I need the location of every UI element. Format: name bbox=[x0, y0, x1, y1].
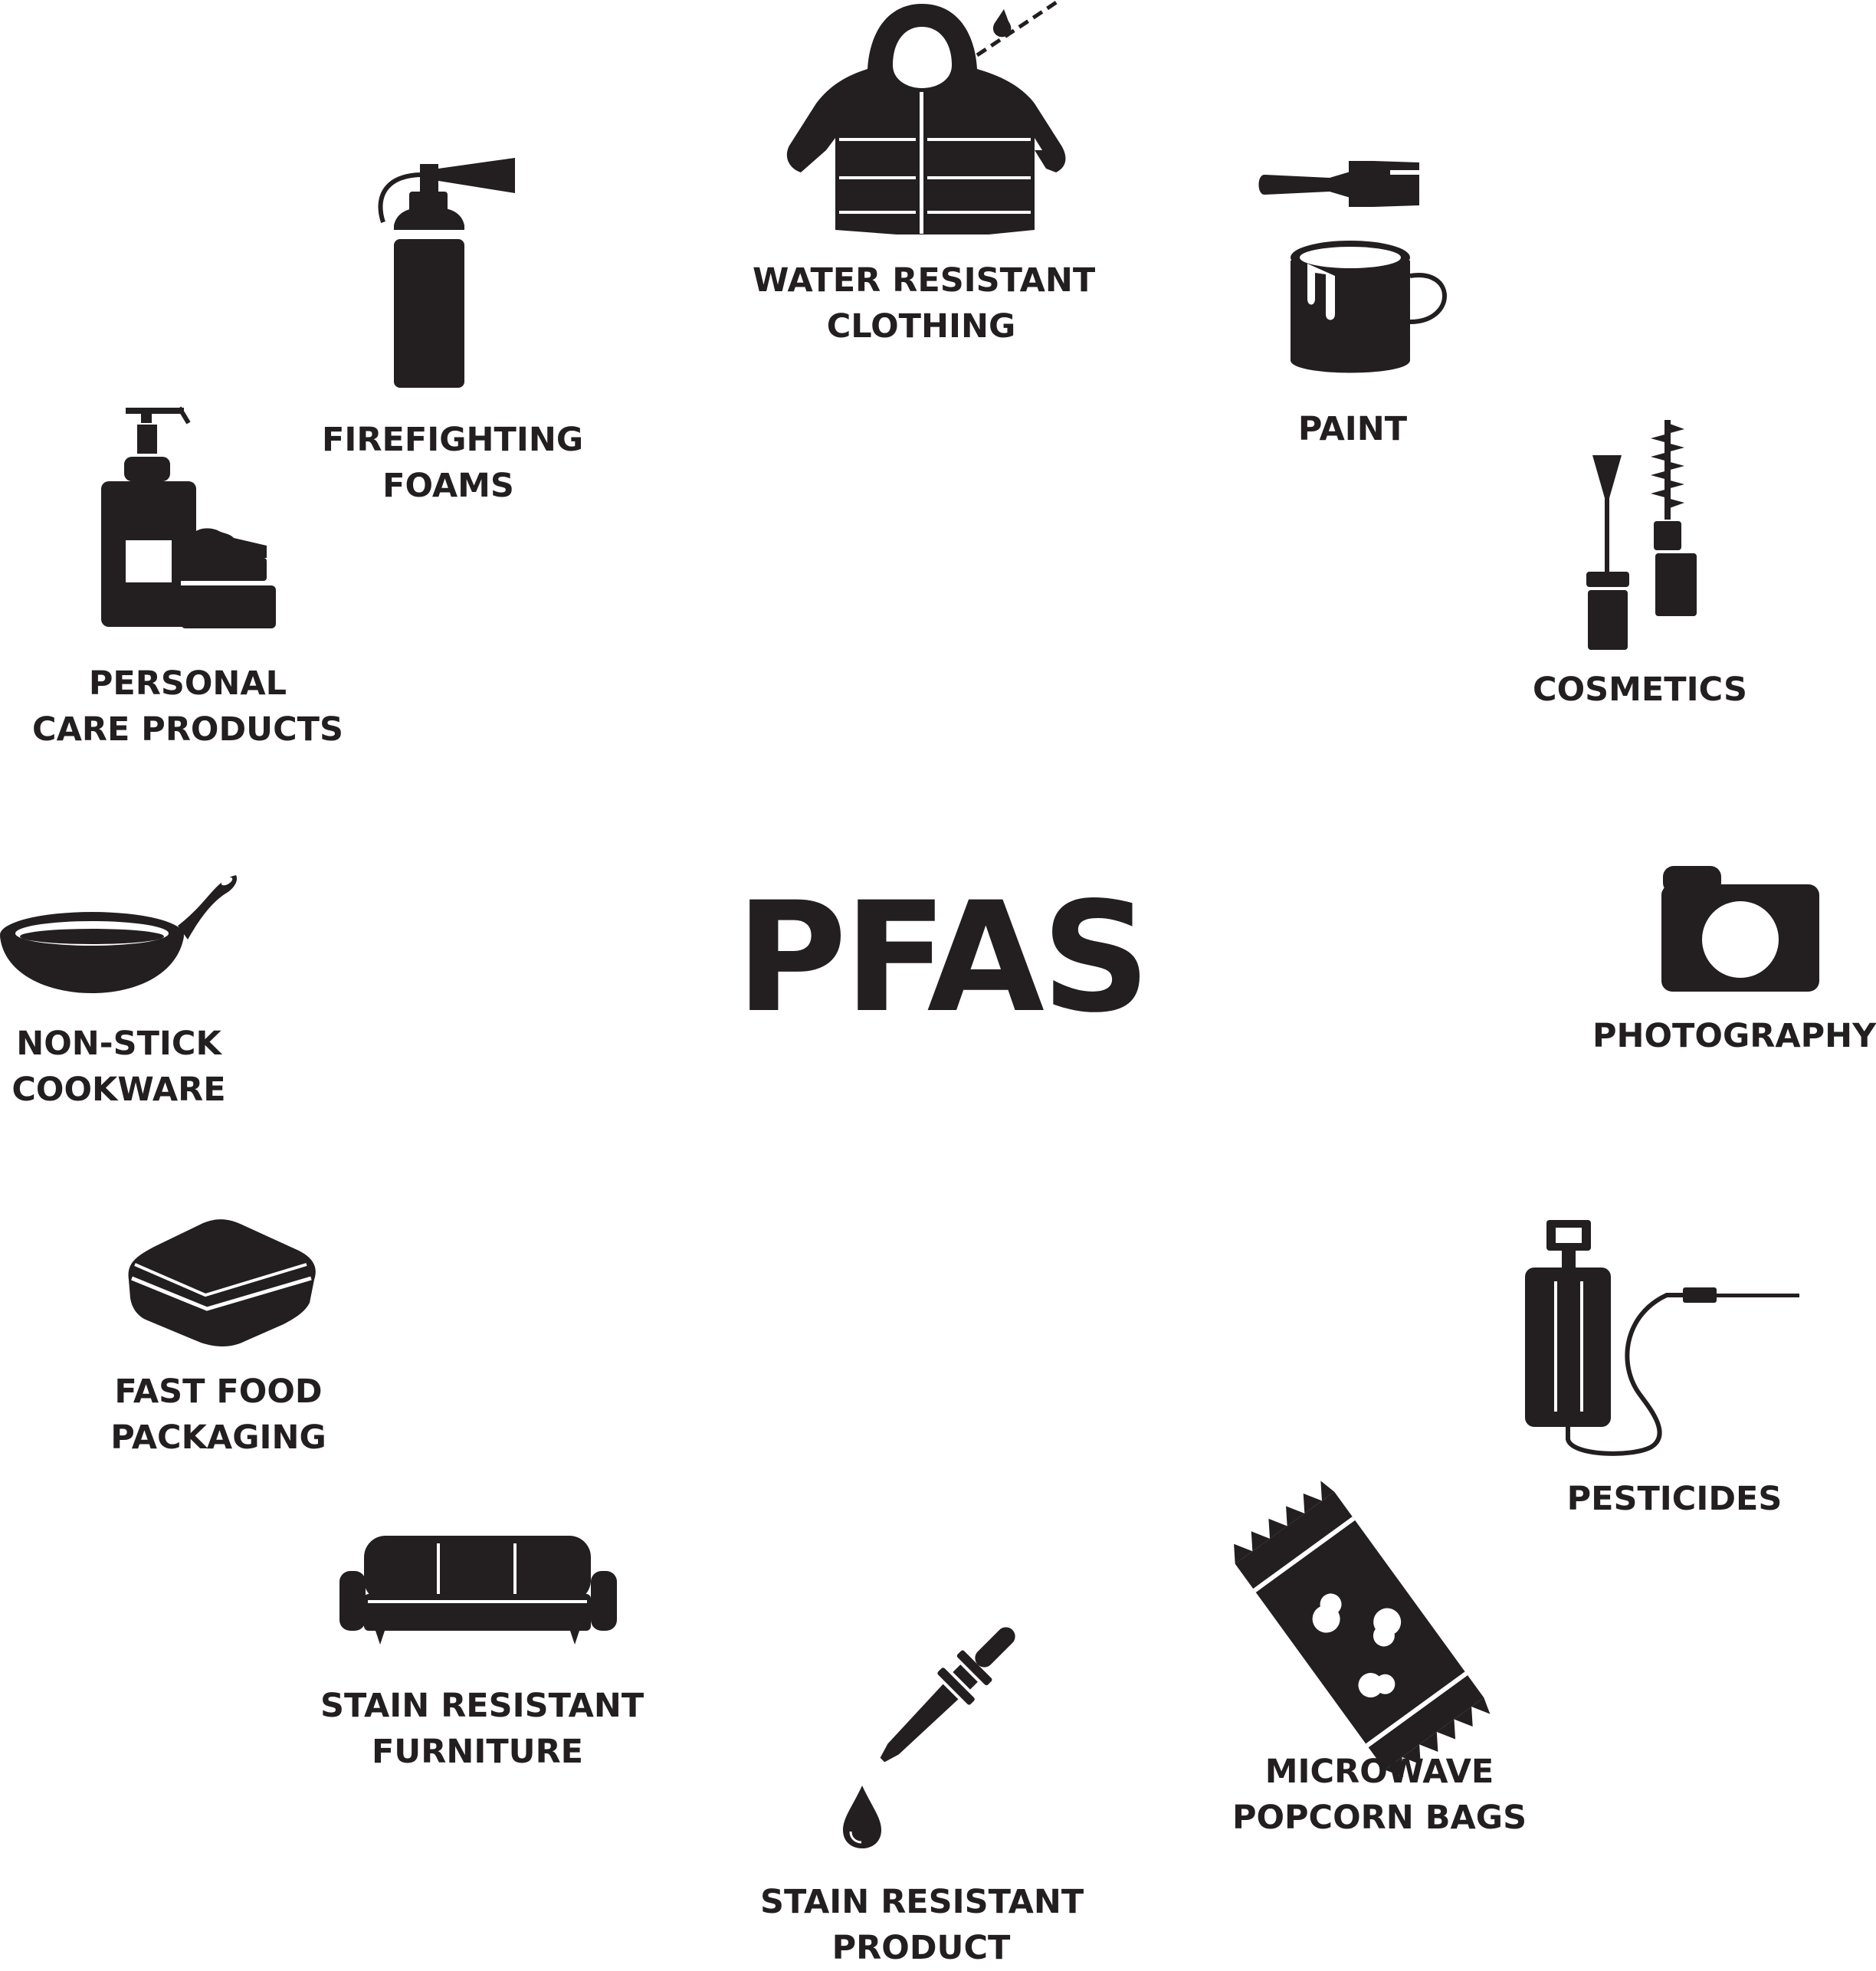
label-microwave-popcorn-bags: MICROWAVE POPCORN BAGS bbox=[1211, 1749, 1548, 1841]
label-firefighting-foams: FIREFIGHTING FOAMS bbox=[322, 417, 584, 509]
label-line: COSMETICS bbox=[1533, 671, 1747, 709]
camera-icon bbox=[1661, 866, 1819, 992]
label-line: NON-STICK bbox=[16, 1025, 221, 1063]
mascara-icon bbox=[1586, 420, 1697, 650]
label-stain-resistant-product: STAIN RESISTANT PRODUCT bbox=[760, 1879, 1084, 1971]
label-line: PRODUCT bbox=[831, 1929, 1011, 1967]
label-line: STAIN RESISTANT bbox=[760, 1883, 1084, 1921]
jacket-icon bbox=[786, 0, 1066, 234]
label-line: STAIN RESISTANT bbox=[320, 1687, 644, 1725]
label-line: CARE PRODUCTS bbox=[32, 710, 343, 749]
dropper-icon bbox=[843, 1627, 1015, 1848]
page-title: PFAS bbox=[736, 869, 1151, 1046]
paint-bucket-icon bbox=[1258, 161, 1447, 373]
label-water-resistant-clothing: WATER RESISTANT CLOTHING bbox=[753, 257, 1096, 349]
label-photography: PHOTOGRAPHY bbox=[1592, 1013, 1876, 1059]
fire-extinguisher-icon bbox=[378, 158, 515, 388]
label-line: PERSONAL bbox=[88, 664, 287, 703]
label-line: POPCORN BAGS bbox=[1232, 1799, 1527, 1837]
label-line: FAST FOOD bbox=[114, 1372, 323, 1411]
label-cosmetics: COSMETICS bbox=[1510, 667, 1770, 713]
label-line: PAINT bbox=[1297, 410, 1408, 448]
label-line: MICROWAVE bbox=[1264, 1753, 1494, 1791]
label-line: FIREFIGHTING bbox=[322, 421, 584, 459]
lotion-bottle-icon bbox=[101, 406, 276, 628]
popcorn-bag-icon bbox=[1234, 1481, 1491, 1777]
label-paint: PAINT bbox=[1241, 406, 1464, 452]
label-line: FOAMS bbox=[382, 467, 514, 505]
label-line: FURNITURE bbox=[371, 1733, 584, 1771]
label-line: WATER RESISTANT bbox=[753, 261, 1096, 300]
sofa-icon bbox=[339, 1536, 617, 1645]
label-line: COOKWARE bbox=[11, 1071, 226, 1109]
label-non-stick-cookware: NON-STICK COOKWARE bbox=[8, 1021, 230, 1113]
sprayer-icon bbox=[1525, 1220, 1799, 1456]
label-line: PACKAGING bbox=[110, 1418, 326, 1457]
label-stain-resistant-furniture: STAIN RESISTANT FURNITURE bbox=[320, 1683, 644, 1775]
food-box-icon bbox=[128, 1219, 316, 1346]
label-line: PESTICIDES bbox=[1566, 1480, 1783, 1518]
label-fast-food-packaging: FAST FOOD PACKAGING bbox=[100, 1369, 337, 1461]
label-pesticides: PESTICIDES bbox=[1548, 1476, 1801, 1522]
label-line: CLOTHING bbox=[826, 307, 1016, 346]
frying-pan-icon bbox=[0, 875, 238, 993]
label-line: PHOTOGRAPHY bbox=[1592, 1017, 1876, 1055]
label-personal-care-products: PERSONAL CARE PRODUCTS bbox=[31, 661, 345, 753]
